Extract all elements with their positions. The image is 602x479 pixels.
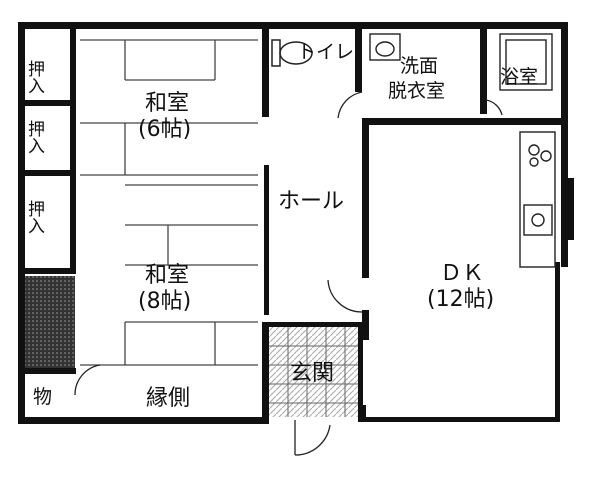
genkan-grid (269, 327, 358, 417)
tatami-6 (80, 39, 258, 176)
monooki-label: 物 (33, 386, 52, 408)
yokushitsu-label: 浴室 (500, 66, 538, 88)
oshiire-3-label: 押入 (24, 200, 45, 234)
toilet-label: トイレ (297, 41, 354, 63)
senmen-line2: 脱衣室 (388, 80, 445, 102)
senmen-line1: 洗面 (400, 55, 438, 77)
genkan-tiles (269, 327, 358, 417)
dk-size: (12帖) (427, 287, 494, 312)
washitsu-8-size: (8帖) (138, 289, 191, 314)
tatami-8 (80, 184, 258, 366)
washitsu-6-name: 和室 (145, 91, 189, 116)
washitsu-8-name: 和室 (145, 263, 189, 288)
door-swings (74, 91, 503, 456)
kitchen-counter (519, 131, 556, 268)
oshiire-2-label: 押入 (24, 120, 45, 154)
oshiire-1-label: 押入 (24, 60, 45, 94)
engawa-label: 縁側 (146, 386, 190, 411)
bath-fixture (499, 33, 553, 91)
dk-name: ＤＫ (440, 261, 484, 286)
washitsu-6-size: (6帖) (138, 117, 191, 142)
sink-fixture (369, 33, 401, 61)
tokonoma (25, 276, 75, 368)
toilet-fixture (271, 39, 313, 67)
genkan-label: 玄関 (290, 361, 334, 386)
hall-label: ホール (278, 189, 344, 214)
walls (18, 22, 574, 424)
